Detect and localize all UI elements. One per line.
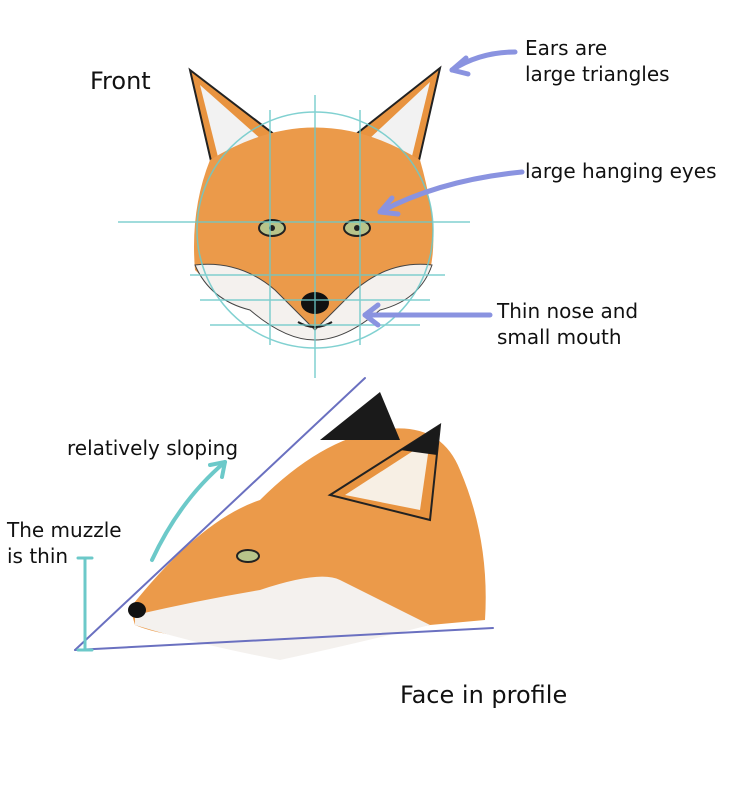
front-ear-tip bbox=[400, 425, 440, 455]
ears-label-line2: large triangles bbox=[525, 62, 670, 86]
sloping-label: relatively sloping bbox=[67, 436, 239, 460]
left-ear-inner bbox=[200, 85, 262, 185]
jaw-line bbox=[74, 627, 494, 651]
nose-label-line1: Thin nose and bbox=[497, 299, 639, 323]
ears-label-line1: Ears are bbox=[525, 36, 608, 60]
eyes-label: large hanging eyes bbox=[525, 159, 717, 183]
front-guides bbox=[118, 95, 470, 378]
profile-fox-head bbox=[128, 392, 486, 660]
slope-line bbox=[74, 377, 366, 651]
profile-guides bbox=[74, 377, 494, 652]
profile-eye bbox=[236, 549, 260, 563]
front-ear-inner bbox=[345, 440, 430, 510]
profile-white-muzzle bbox=[135, 576, 430, 660]
nose-label-line2: small mouth bbox=[497, 325, 622, 349]
back-ear bbox=[320, 392, 400, 440]
front-label: Front bbox=[90, 67, 151, 95]
eyes-arrow bbox=[377, 169, 525, 215]
muzzle-label-line1: The muzzle bbox=[7, 518, 122, 542]
muzzle-label-line2: is thin bbox=[7, 544, 69, 568]
annotation-arrows bbox=[362, 49, 525, 328]
profile-label: Face in profile bbox=[400, 681, 568, 709]
sloping-arrow bbox=[150, 460, 227, 562]
front-fox-head bbox=[188, 65, 442, 341]
profile-nose bbox=[128, 602, 146, 618]
right-ear-inner bbox=[368, 82, 430, 185]
front-cheeks bbox=[194, 263, 433, 341]
